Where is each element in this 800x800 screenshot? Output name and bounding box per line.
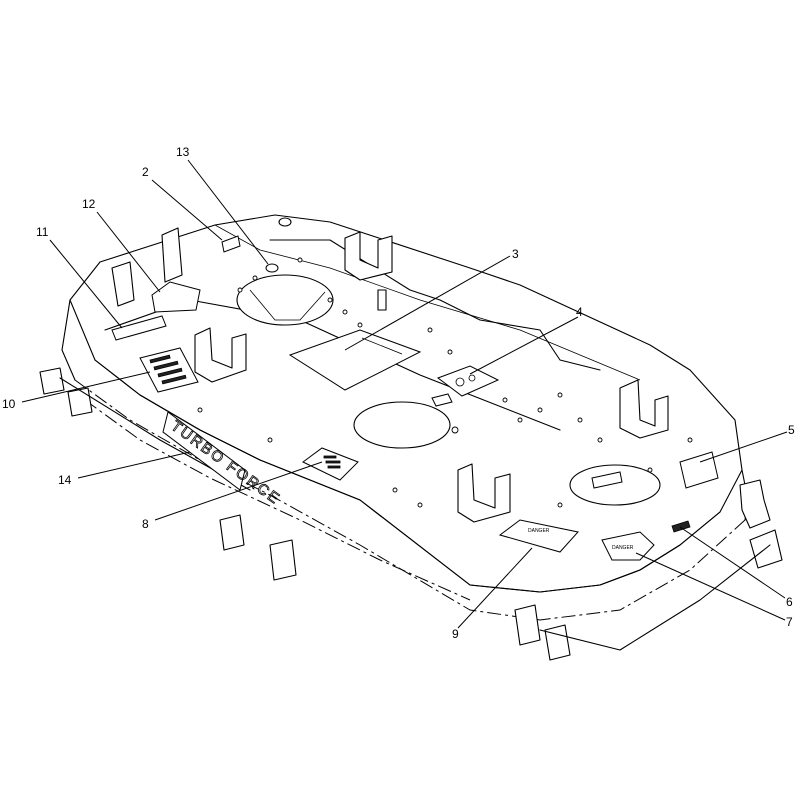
callout-label-14: 14 <box>58 473 72 487</box>
callout-label-13: 13 <box>176 145 190 159</box>
decal-rear-small <box>221 235 241 253</box>
callout-label-12: 12 <box>82 197 96 211</box>
bolt-holes <box>197 257 693 508</box>
callout-label-8: 8 <box>142 517 149 531</box>
decal-round <box>265 263 279 273</box>
leader-10 <box>21 371 151 403</box>
decal-large-panel-text <box>361 337 403 355</box>
decal-data-plate-bars <box>149 354 187 385</box>
roller-front-5 <box>514 604 541 646</box>
bracket-left-b <box>111 261 135 307</box>
spindle-opening-right <box>569 464 661 506</box>
roller-front-7 <box>749 529 783 569</box>
decal-strip <box>111 315 167 341</box>
decal-operating-symbol-2 <box>468 374 476 382</box>
leader-5 <box>699 431 788 463</box>
rear-knob <box>278 217 292 227</box>
roller-axle-right <box>539 544 771 651</box>
roller-front-4 <box>269 539 297 581</box>
leader-12 <box>96 211 161 293</box>
decal-danger-left <box>498 519 579 553</box>
callout-label-9: 9 <box>452 627 459 641</box>
leader-11 <box>49 239 123 329</box>
leader-8 <box>154 461 323 521</box>
bracket-right <box>619 379 669 439</box>
spindle-opening-left <box>236 274 334 326</box>
roller-front-6 <box>544 624 571 661</box>
leader-9 <box>457 547 533 629</box>
decal-danger-right <box>601 531 655 561</box>
callout-label-4: 4 <box>576 305 583 319</box>
roller-front-2 <box>67 387 93 417</box>
decal-right-panel <box>679 451 719 489</box>
decal-front-panel-marks <box>323 455 341 469</box>
leader-13 <box>187 159 269 265</box>
decal-tiny <box>671 520 691 533</box>
spindle-post <box>377 289 387 311</box>
bracket-mid-left <box>194 327 247 383</box>
leader-7 <box>635 552 786 621</box>
bracket-far-right <box>739 479 771 529</box>
bracket-rear-center <box>344 231 393 281</box>
deck-brackets <box>111 217 771 529</box>
deck-side-skirt <box>61 299 76 381</box>
spindle-opening-center <box>353 401 451 449</box>
spindle-openings <box>236 274 661 506</box>
callout-label-5: 5 <box>788 423 795 437</box>
callout-label-2: 2 <box>142 165 149 179</box>
leader-14 <box>77 451 191 479</box>
roller-front-1 <box>39 367 65 395</box>
leader-2 <box>151 179 223 241</box>
decal-operating <box>436 365 500 397</box>
deck-front-edge <box>94 359 721 593</box>
callout-label-6: 6 <box>786 595 793 609</box>
decal-danger-left-text: DANGER <box>528 528 550 534</box>
callout-leaders <box>21 159 788 629</box>
callout-label-11: 11 <box>36 225 49 239</box>
callout-labels: 13 2 12 11 3 4 10 5 14 8 9 6 7 <box>2 145 795 641</box>
decal-large-panel <box>288 329 422 391</box>
bracket-left-a <box>161 227 183 283</box>
leader-3 <box>344 255 511 351</box>
callout-label-10: 10 <box>2 397 16 411</box>
leader-4 <box>469 316 579 375</box>
decal-operating-small <box>431 393 453 407</box>
deck-skirt-mid <box>84 399 471 601</box>
deck-right-step <box>439 299 601 371</box>
decal-operating-symbol <box>455 377 465 387</box>
decal-center-rear <box>591 471 623 489</box>
roller-front-3 <box>219 514 245 551</box>
decal-pentagon <box>151 281 201 313</box>
callout-label-7: 7 <box>786 615 793 629</box>
spindle-left-funnel <box>249 289 326 321</box>
bracket-front-center <box>457 463 511 523</box>
deck-skirt-lower <box>74 379 746 621</box>
decal-danger-right-text: DANGER <box>612 545 634 551</box>
callout-label-3: 3 <box>512 247 519 261</box>
leader-6 <box>679 526 786 599</box>
deck-rear-rail <box>214 224 641 381</box>
decal-front-panel <box>302 447 359 481</box>
